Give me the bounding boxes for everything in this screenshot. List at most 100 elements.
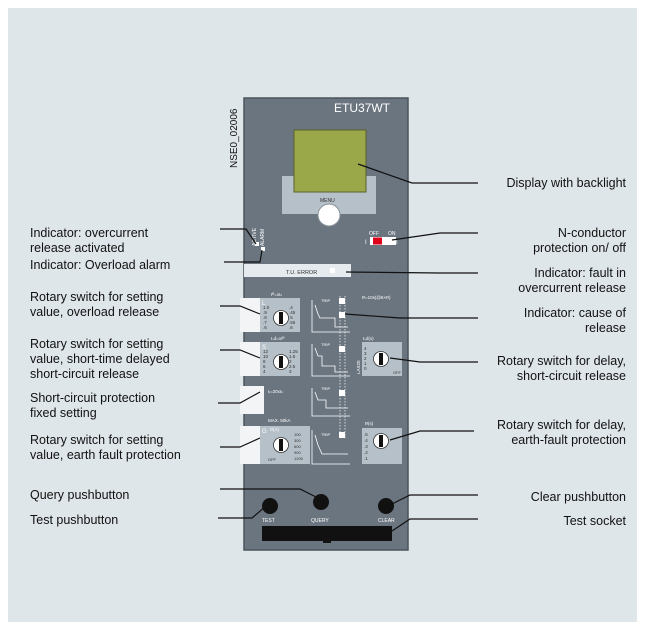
svg-text:600: 600 — [294, 444, 301, 449]
label-earth-fault-rotary: Rotary switch for setting value, earth f… — [30, 433, 181, 462]
g-delay-scale: .5.4.3.2.1 — [364, 432, 368, 461]
i-header: Iᵢ=20xIₙ — [268, 389, 283, 394]
svg-text:.55: .55 — [289, 320, 296, 325]
menu-button[interactable] — [317, 203, 341, 227]
trip-labels: TRIP TRIP TRIP TRIP — [321, 298, 330, 437]
query-button-label: QUERY — [311, 518, 329, 524]
svg-text:3: 3 — [289, 369, 292, 374]
svg-text:300: 300 — [294, 438, 301, 443]
g-delay-pointer — [379, 435, 383, 447]
svg-text:.4: .4 — [289, 305, 293, 310]
svg-text:1.5: 1.5 — [289, 354, 296, 359]
trip-led-g — [339, 432, 345, 438]
trip-led-i — [339, 390, 345, 396]
drawing-id: NSE0_02006 — [229, 108, 240, 168]
s-delay-header: tₛd(s) — [363, 336, 374, 341]
i-letter: I — [261, 389, 263, 395]
tu-error-strip — [244, 264, 351, 277]
trip-led-s — [339, 346, 345, 352]
s-rotary-pointer — [279, 356, 283, 368]
svg-text:2: 2 — [364, 356, 367, 361]
l-white-tab — [240, 298, 260, 332]
g-delay-header: tᵍ(s) — [365, 421, 374, 426]
g-letter: G — [262, 429, 267, 435]
n-conductor-switch[interactable] — [373, 237, 382, 245]
leader-lines — [218, 163, 478, 532]
svg-text:900: 900 — [294, 450, 301, 455]
tu-error-led — [330, 268, 335, 273]
svg-text:.6: .6 — [263, 325, 267, 330]
svg-text:4: 4 — [364, 346, 367, 351]
test-socket-tab — [323, 540, 331, 543]
trip-led-l — [339, 298, 345, 304]
l-scale: 1.0.9.8.7.6 .4.45.5.55.6 — [263, 305, 296, 330]
label-cause-of-release: Indicator: cause of release — [523, 306, 626, 335]
svg-text:10: 10 — [263, 354, 269, 359]
svg-text:1: 1 — [364, 361, 367, 366]
svg-text:.5: .5 — [289, 315, 293, 320]
g-white-tab — [240, 426, 260, 464]
svg-text:.1: .1 — [364, 456, 368, 461]
svg-text:.45: .45 — [289, 310, 296, 315]
test-socket[interactable] — [262, 526, 392, 541]
svg-text:TRIP: TRIP — [321, 432, 330, 437]
label-n-conductor: N-conductor protection on/ off — [533, 226, 626, 255]
n-switch-left-symbol: I — [365, 240, 367, 246]
svg-text:0: 0 — [364, 366, 367, 371]
l-rotary-pointer — [279, 312, 283, 324]
svg-text:.9: .9 — [263, 310, 267, 315]
display-backlight — [293, 129, 367, 193]
trip-led-l2 — [339, 312, 345, 318]
label-test-pushbutton: Test pushbutton — [30, 513, 119, 527]
g-rotary-pointer — [279, 439, 283, 451]
tu-error-formula: tᵍ=10s(@6×Iᵍ) — [362, 295, 391, 300]
label-overload-alarm: Indicator: Overload alarm — [30, 258, 171, 272]
i-white-tab — [240, 386, 264, 414]
svg-text:.5: .5 — [364, 432, 368, 437]
svg-text:100: 100 — [294, 432, 301, 437]
svg-text:1.0: 1.0 — [263, 305, 270, 310]
svg-text:8: 8 — [263, 359, 266, 364]
svg-text:TRIP: TRIP — [321, 386, 330, 391]
svg-text:.8: .8 — [263, 315, 267, 320]
label-clear-pushbutton: Clear pushbutton — [530, 490, 626, 504]
label-overcurrent-activated: Indicator: overcurrent release activated — [30, 226, 149, 255]
label-fault-overcurrent: Indicator: fault in overcurrent release — [518, 266, 626, 295]
g-off: OFF — [268, 457, 277, 462]
test-button[interactable] — [262, 498, 278, 514]
test-button-label: TEST — [262, 518, 275, 524]
i-max: MAX. 50kA — [268, 418, 291, 423]
alarm-label: ALARM — [260, 229, 266, 246]
svg-text:4: 4 — [263, 369, 266, 374]
clear-button[interactable] — [378, 498, 394, 514]
clear-button-label: CLEAR — [378, 518, 395, 524]
svg-text:1.25: 1.25 — [289, 349, 298, 354]
label-delay-earth-fault: Rotary switch for delay, earth-fault pro… — [497, 418, 626, 447]
label-delay-short-circuit: Rotary switch for delay, short-circuit r… — [497, 354, 626, 383]
svg-text:3: 3 — [364, 351, 367, 356]
overcurrent-led — [255, 242, 259, 246]
label-display-backlight: Display with backlight — [506, 176, 627, 190]
svg-text:.3: .3 — [364, 444, 368, 449]
tu-error-text: T.U. ERROR — [286, 270, 317, 276]
n-switch-right-symbol: I — [396, 240, 398, 246]
trip-curves — [311, 300, 350, 465]
l-header: Iᴿ=xIₙ — [271, 292, 282, 297]
svg-text:.2: .2 — [364, 450, 368, 455]
svg-text:.4: .4 — [364, 438, 368, 443]
s-delay-tag: OFF — [393, 370, 402, 375]
svg-text:2: 2 — [289, 359, 292, 364]
n-switch-on: ON — [388, 231, 396, 237]
n-switch-track — [370, 237, 396, 245]
svg-text:.6: .6 — [289, 325, 293, 330]
l-letter: L — [262, 301, 266, 307]
svg-text:TRIP: TRIP — [321, 342, 330, 347]
svg-text:6: 6 — [263, 364, 266, 369]
label-short-time-rotary: Rotary switch for setting value, short-t… — [30, 337, 170, 381]
s-delay-pointer — [379, 353, 383, 365]
s-delay-side: LAS20 — [356, 360, 361, 374]
